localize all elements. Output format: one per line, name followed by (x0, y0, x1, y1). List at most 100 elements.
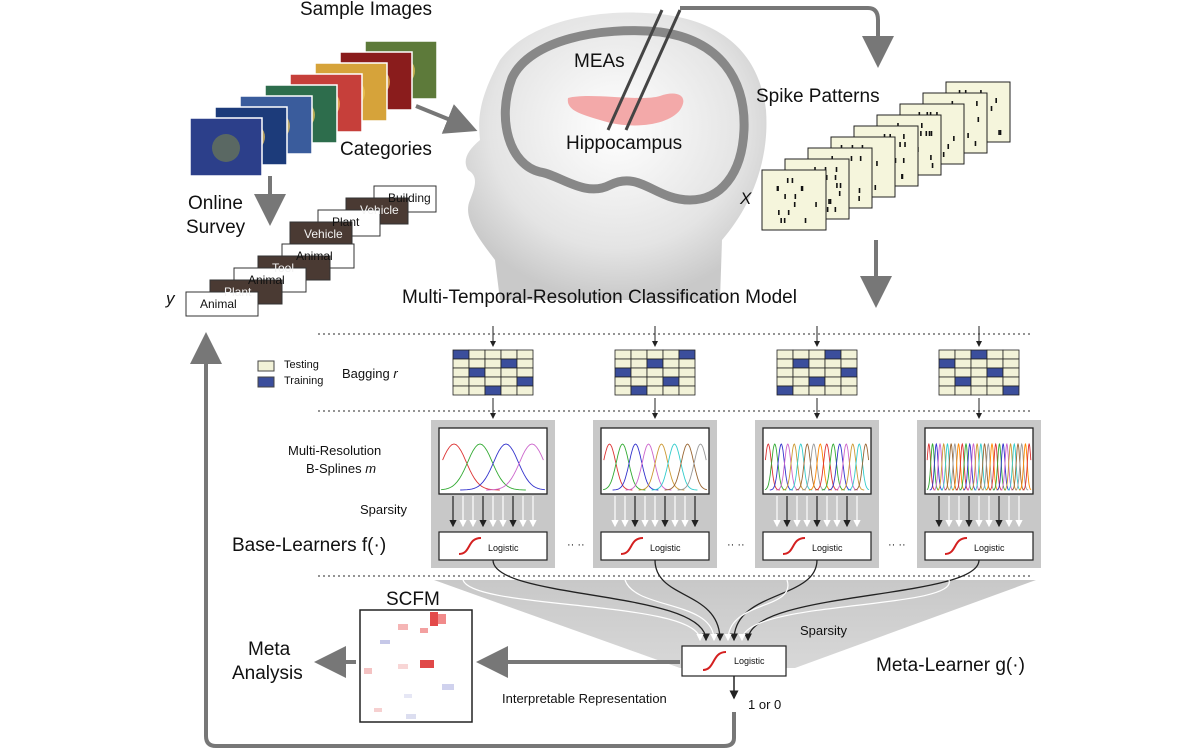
bspline-curve (782, 443, 806, 491)
bagging-cell (630, 367, 648, 378)
bagging-text: Bagging (342, 366, 390, 381)
bspline-curve (1015, 442, 1029, 491)
scfm-cell (380, 640, 390, 644)
bagging-cell (792, 376, 810, 387)
bagging-cell (938, 376, 956, 387)
scfm-cell (438, 614, 446, 624)
meta-learner-box (681, 645, 787, 677)
bspline-curve (963, 442, 977, 491)
logistic-label-1: Logistic (488, 543, 519, 553)
scfm-cell (364, 668, 372, 674)
legend-training-label: Training (284, 375, 324, 387)
spike-card-frame (761, 169, 827, 231)
bspline-curve (828, 443, 852, 491)
bspline-curve (486, 443, 544, 491)
scfm-matrix (359, 609, 473, 723)
bagging-cell (970, 385, 988, 396)
bagging-cell (938, 349, 956, 360)
bagging-cell (516, 385, 534, 396)
category-back-3-text: Building (388, 191, 431, 205)
sigmoid-icon (944, 537, 968, 555)
bsplines-variable: m (365, 461, 377, 476)
meta-learner-text: Meta-Learner (876, 655, 991, 676)
bagging-cell (646, 385, 664, 396)
bagging-cell (824, 385, 842, 396)
bagging-cell (678, 385, 696, 396)
bagging-cell (484, 376, 502, 387)
bspline-curve (981, 442, 995, 491)
bagging-cell (468, 367, 486, 378)
bagging-cell (614, 349, 632, 360)
bagging-cell (954, 385, 972, 396)
bagging-cell (938, 358, 956, 369)
bagging-cell (954, 376, 972, 387)
multiresolution-label-1: Multi-Resolution (288, 443, 382, 458)
bsplines-text: B-Splines (306, 461, 362, 476)
bagging-cell (662, 358, 680, 369)
bspline-curve (776, 443, 800, 491)
bspline-curve (638, 443, 685, 491)
scfm-cell (404, 694, 412, 698)
bagging-cell (500, 349, 518, 360)
bagging-cell (776, 376, 794, 387)
bagging-cell (840, 358, 858, 369)
bagging-cell (484, 385, 502, 396)
sparse-arrow-to-meta (462, 579, 704, 642)
arrow-mea-to-spikes (680, 6, 894, 68)
base-learners-label: Base-Learners f(·) (232, 536, 386, 555)
meta-analysis-label-1: Meta (248, 639, 291, 660)
arrow-images-to-head (415, 104, 478, 134)
spike-pattern-card (761, 169, 827, 231)
learner-columns (431, 326, 1041, 642)
bagging-cell (938, 367, 956, 378)
bagging-cell (678, 376, 696, 387)
bspline-curve (625, 443, 672, 491)
bagging-cell (646, 367, 664, 378)
bagging-cell (808, 385, 826, 396)
bagging-cell (824, 376, 842, 387)
category-back-0-text: Vehicle (304, 227, 343, 241)
output-label: 1 or 0 (748, 697, 782, 712)
bspline-curve (1022, 442, 1032, 491)
bspline-box (438, 427, 548, 495)
bagging-cell (986, 358, 1004, 369)
bagging-cell (792, 367, 810, 378)
bagging-cell (678, 349, 696, 360)
bspline-curve (603, 443, 633, 491)
bagging-cell (630, 385, 648, 396)
bagging-cell (500, 385, 518, 396)
bagging-cell (970, 367, 988, 378)
scfm-cell (374, 708, 382, 712)
scfm-cells (364, 612, 454, 719)
bagging-cell (516, 349, 534, 360)
learner-column (593, 326, 724, 642)
meta-analysis-label-2: Analysis (232, 663, 303, 684)
bspline-curve (929, 442, 943, 491)
sample-images-stack (189, 40, 438, 177)
bagging-cell (614, 358, 632, 369)
logistic-box (762, 531, 872, 561)
arrow-to-meta (730, 559, 818, 642)
base-learners-text: Base-Learners (232, 535, 357, 556)
online-survey-label-2: Survey (186, 217, 246, 238)
bspline-curve (926, 442, 940, 491)
scfm-cell (398, 664, 408, 669)
bspline-curve (854, 443, 870, 491)
scfm-cell (398, 624, 408, 630)
bagging-cell (808, 367, 826, 378)
ellipsis-2: ·· ·· (727, 539, 745, 551)
sparse-arrow-to-meta (738, 579, 950, 642)
bspline-curve (996, 442, 1010, 491)
bagging-cell (646, 376, 664, 387)
mea-probe-2 (624, 9, 682, 131)
feedback-loop-arrow (190, 332, 736, 748)
bspline-curve (789, 443, 813, 491)
bspline-curve (992, 442, 1007, 491)
category-back-2-text: Vehicle (360, 203, 399, 217)
bagging-cell (516, 358, 534, 369)
bagging-cell (484, 349, 502, 360)
bagging-cell (630, 358, 648, 369)
bagging-cell (452, 376, 470, 387)
bagging-cell (646, 349, 664, 360)
arrow-to-meta (492, 559, 710, 642)
